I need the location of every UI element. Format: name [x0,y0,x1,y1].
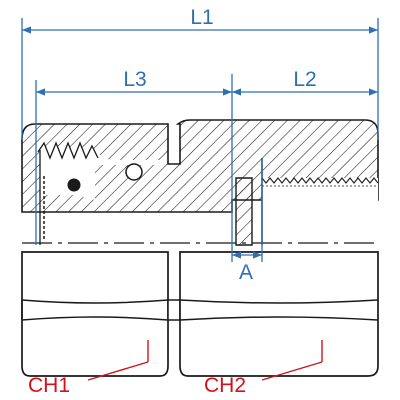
l3-label: L3 [123,68,146,91]
exterior-view [21,251,379,377]
sealing-ball [67,178,81,192]
o-ring [125,163,143,181]
right-hex-flat-bottom [179,316,379,321]
ch2-label: CH2 [204,374,246,397]
left-nut-thread [37,141,99,160]
left-hex-flat-bottom [21,316,169,321]
ch2-leader [261,361,323,381]
right-hex-nut [179,251,379,377]
right-hex-flat-top [179,299,379,304]
left-hex-flat-top [21,299,169,304]
ch1-leader [87,361,149,381]
dimension-lines [21,18,379,262]
left-hex-nut [21,251,169,377]
left-nut-body-hatch [95,165,160,200]
right-nut-thread [261,177,379,184]
l1-label: L1 [190,6,213,29]
ch1-label: CH1 [28,374,70,397]
right-nut-bore [262,178,378,245]
neck [167,299,181,321]
l2-label: L2 [293,68,316,91]
a-label: A [239,261,253,284]
callout-leaders [87,340,323,381]
counterbore-step [235,177,253,246]
section-view [21,119,379,246]
